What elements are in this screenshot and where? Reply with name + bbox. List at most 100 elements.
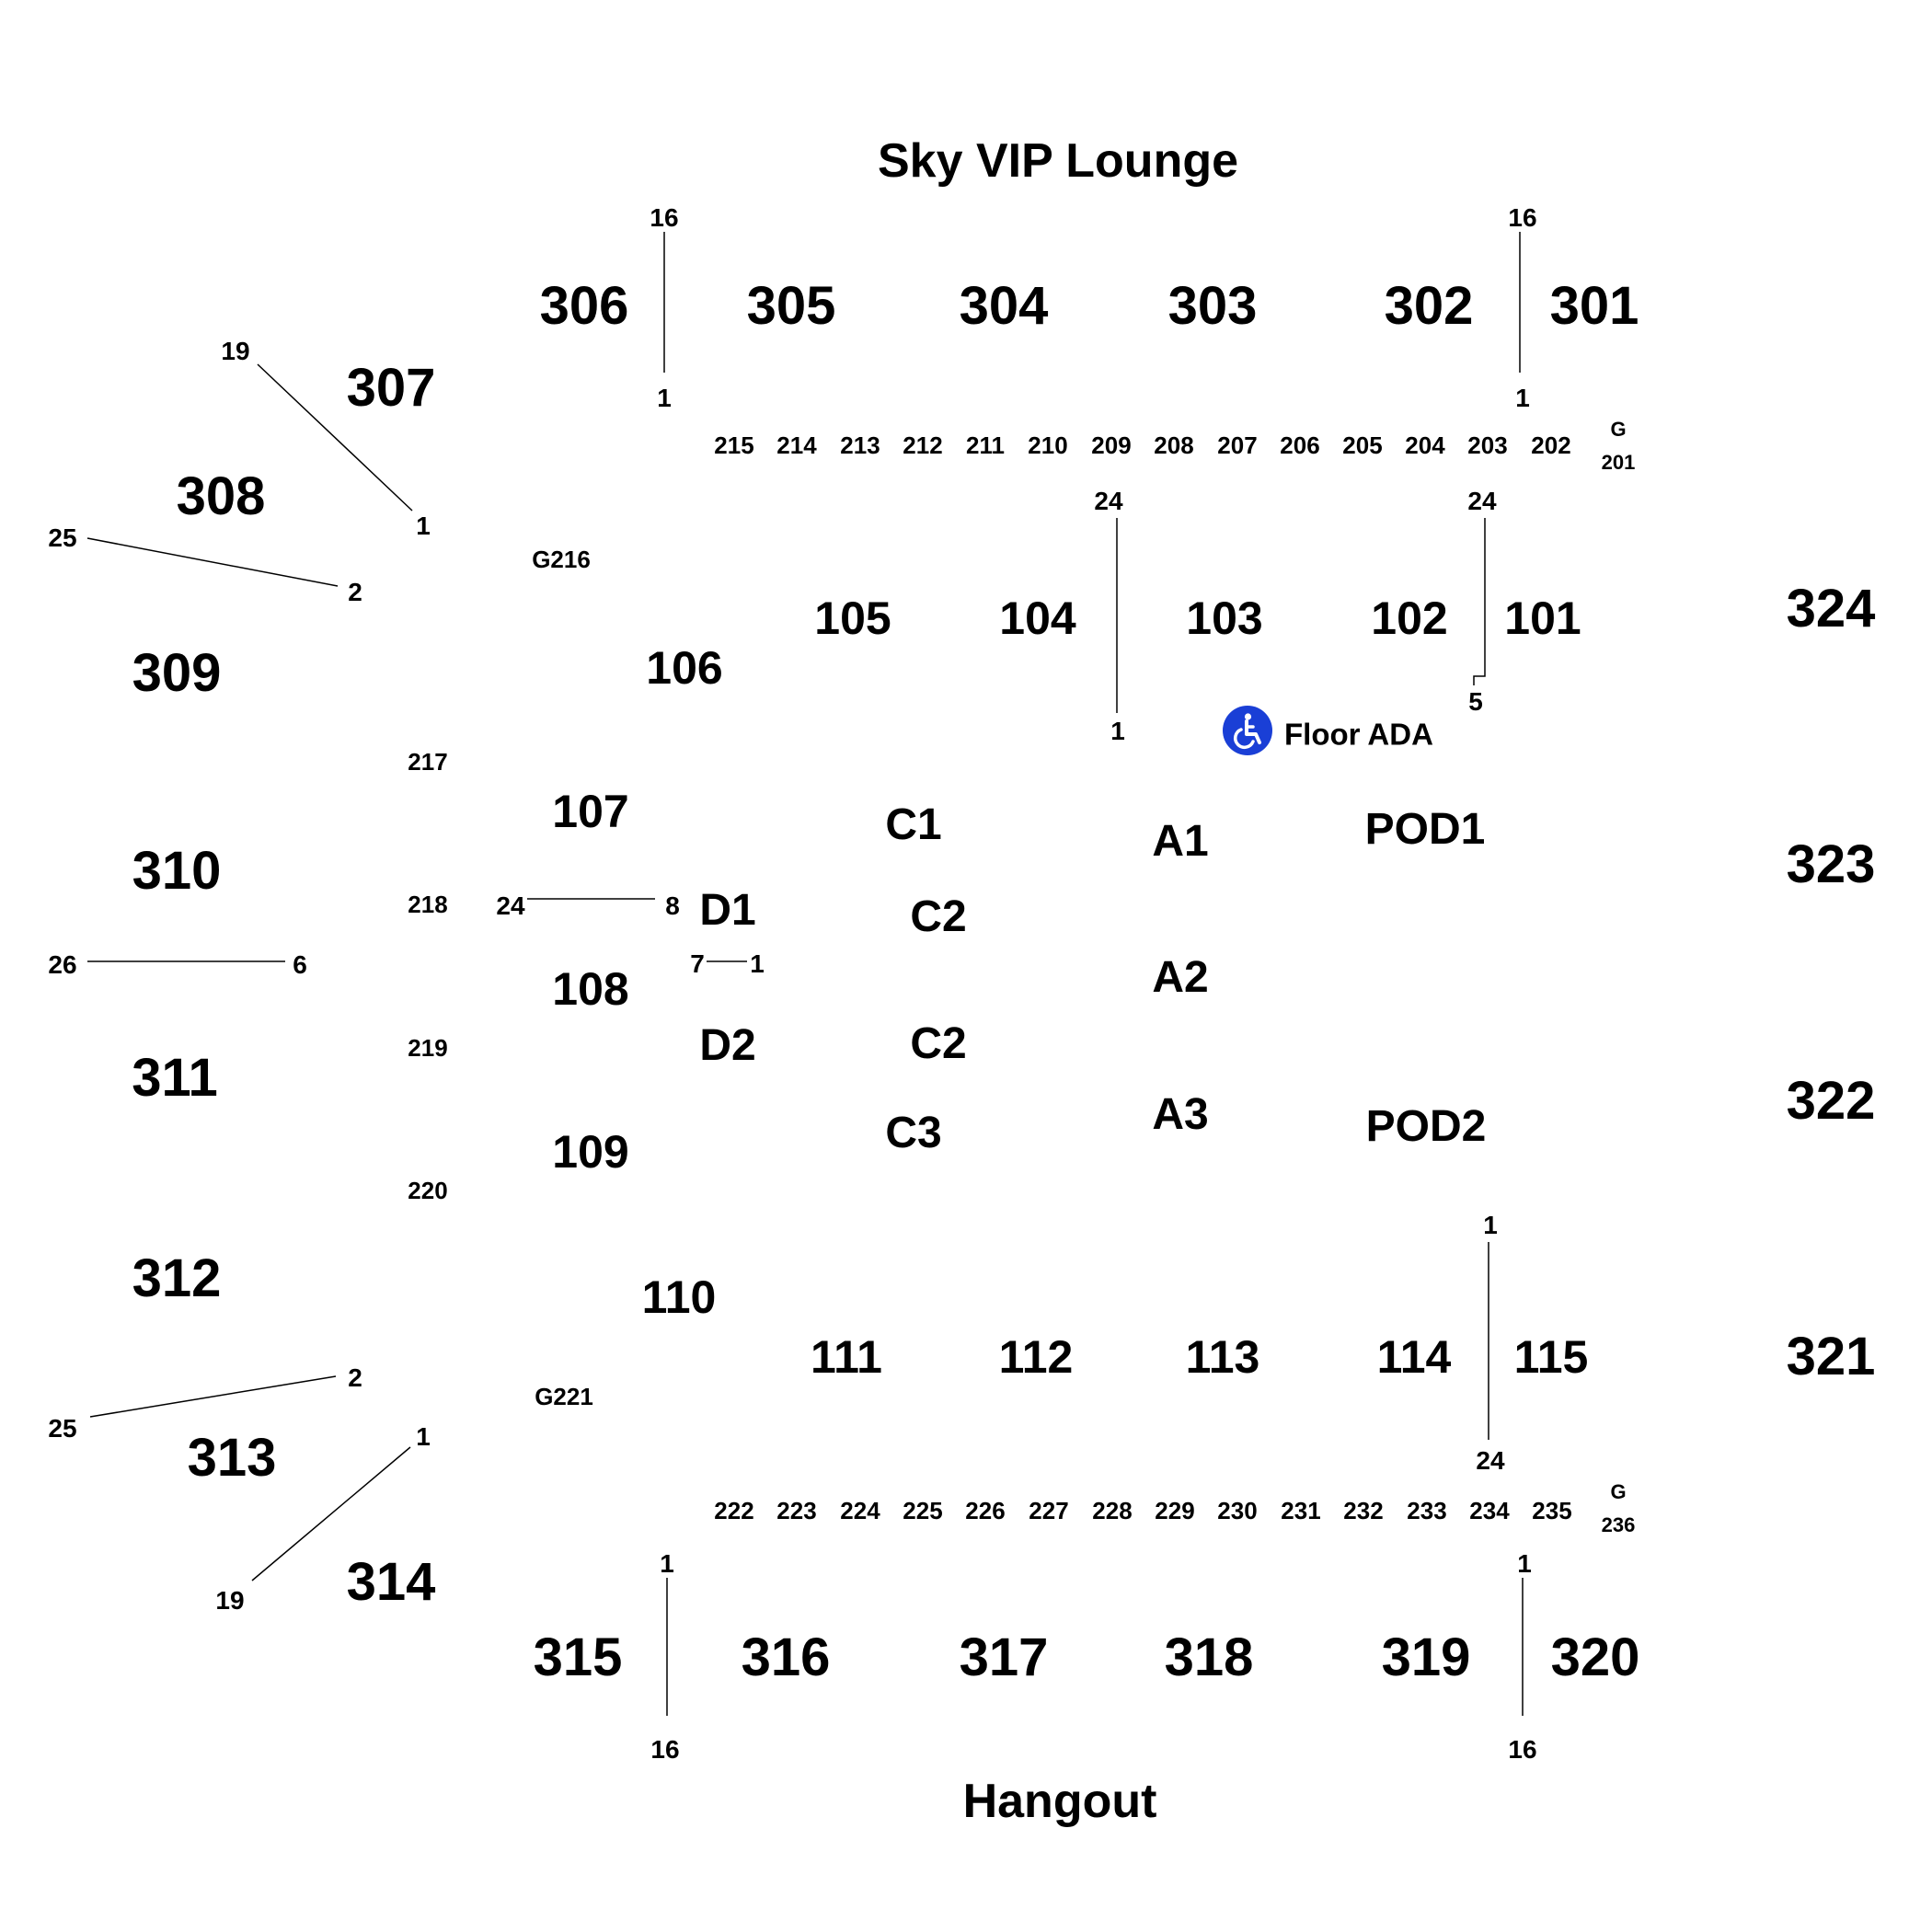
row-marker-320-top: 1 (1517, 1549, 1532, 1578)
row-marker-d-end: 7 (690, 949, 705, 978)
section-g216[interactable]: G216 (532, 546, 591, 573)
section-318[interactable]: 318 (1164, 1627, 1254, 1687)
section-204[interactable]: 204 (1405, 431, 1445, 459)
section-235[interactable]: 235 (1532, 1497, 1572, 1524)
section-313[interactable]: 313 (187, 1428, 277, 1488)
section-304[interactable]: 304 (959, 276, 1049, 336)
section-202[interactable]: 202 (1531, 431, 1571, 459)
section-315[interactable]: 315 (533, 1627, 623, 1687)
section-222[interactable]: 222 (714, 1497, 754, 1524)
section-101[interactable]: 101 (1504, 592, 1581, 644)
section-225[interactable]: 225 (903, 1497, 943, 1524)
floor-section-pod1[interactable]: POD1 (1364, 805, 1486, 854)
section-111[interactable]: 111 (811, 1331, 882, 1383)
section-g236-letter[interactable]: G (1610, 1480, 1627, 1503)
section-217[interactable]: 217 (408, 748, 448, 776)
hangout-label[interactable]: Hangout (962, 1775, 1157, 1828)
section-110[interactable]: 110 (641, 1271, 717, 1323)
section-219[interactable]: 219 (408, 1034, 448, 1062)
floor-section-c3[interactable]: C3 (885, 1109, 942, 1157)
section-230[interactable]: 230 (1217, 1497, 1258, 1524)
section-107[interactable]: 107 (552, 786, 629, 837)
row-marker-104-top: 24 (1094, 487, 1123, 515)
section-227[interactable]: 227 (1029, 1497, 1069, 1524)
section-311[interactable]: 311 (132, 1048, 218, 1108)
section-303[interactable]: 303 (1167, 276, 1258, 336)
section-306[interactable]: 306 (539, 276, 629, 336)
section-206[interactable]: 206 (1280, 431, 1320, 459)
section-310[interactable]: 310 (132, 841, 222, 901)
section-302[interactable]: 302 (1384, 276, 1474, 336)
section-229[interactable]: 229 (1155, 1497, 1195, 1524)
section-g221[interactable]: G221 (535, 1383, 593, 1410)
section-234[interactable]: 234 (1469, 1497, 1510, 1524)
section-312[interactable]: 312 (132, 1248, 222, 1308)
section-323[interactable]: 323 (1786, 834, 1876, 894)
section-215[interactable]: 215 (714, 431, 754, 459)
section-203[interactable]: 203 (1467, 431, 1508, 459)
section-109[interactable]: 109 (552, 1126, 629, 1178)
section-228[interactable]: 228 (1092, 1497, 1133, 1524)
section-113[interactable]: 113 (1185, 1331, 1260, 1383)
section-218[interactable]: 218 (408, 891, 448, 918)
section-314[interactable]: 314 (346, 1552, 436, 1612)
floor-section-a3[interactable]: A3 (1152, 1090, 1209, 1139)
floor-section-d2[interactable]: D2 (699, 1021, 756, 1070)
floor-section-c2-upper[interactable]: C2 (910, 892, 967, 941)
section-316[interactable]: 316 (741, 1627, 831, 1687)
section-212[interactable]: 212 (903, 431, 943, 459)
section-231[interactable]: 231 (1281, 1497, 1321, 1524)
section-322[interactable]: 322 (1786, 1071, 1876, 1131)
section-115[interactable]: 115 (1513, 1331, 1589, 1383)
section-309[interactable]: 309 (132, 643, 222, 703)
section-106[interactable]: 106 (646, 642, 723, 694)
floor-section-d1[interactable]: D1 (699, 886, 756, 935)
row-marker-313-end: 19 (215, 1586, 245, 1615)
section-223[interactable]: 223 (776, 1497, 817, 1524)
section-108[interactable]: 108 (552, 963, 629, 1015)
section-220[interactable]: 220 (408, 1177, 448, 1204)
section-214[interactable]: 214 (776, 431, 817, 459)
floor-section-c2-lower[interactable]: C2 (910, 1019, 967, 1068)
floor-section-c1[interactable]: C1 (885, 800, 942, 849)
row-marker-306-bottom: 1 (657, 384, 672, 412)
sky-vip-lounge-label[interactable]: Sky VIP Lounge (877, 134, 1239, 188)
section-213[interactable]: 213 (840, 431, 880, 459)
section-208[interactable]: 208 (1154, 431, 1194, 459)
section-308[interactable]: 308 (176, 466, 266, 526)
section-317[interactable]: 317 (959, 1627, 1049, 1687)
section-g201-letter[interactable]: G (1610, 418, 1627, 441)
section-320[interactable]: 320 (1550, 1627, 1640, 1687)
section-g236-number[interactable]: 236 (1601, 1513, 1636, 1536)
section-233[interactable]: 233 (1407, 1497, 1447, 1524)
section-232[interactable]: 232 (1343, 1497, 1384, 1524)
section-324[interactable]: 324 (1786, 579, 1876, 638)
floor-section-a2[interactable]: A2 (1152, 953, 1209, 1002)
section-301[interactable]: 301 (1549, 276, 1639, 336)
floor-section-a1[interactable]: A1 (1152, 817, 1209, 866)
section-224[interactable]: 224 (840, 1497, 880, 1524)
section-102[interactable]: 102 (1371, 592, 1448, 644)
section-307[interactable]: 307 (346, 358, 436, 418)
section-105[interactable]: 105 (814, 592, 891, 644)
section-104[interactable]: 104 (999, 592, 1076, 644)
wheelchair-accessible-icon[interactable] (1223, 706, 1272, 755)
floor-section-pod2[interactable]: POD2 (1365, 1102, 1487, 1151)
section-305[interactable]: 305 (746, 276, 836, 336)
row-line-312 (89, 1375, 337, 1418)
section-g201-number[interactable]: 201 (1601, 451, 1636, 474)
row-marker-107-end: 24 (496, 891, 525, 920)
section-226[interactable]: 226 (965, 1497, 1006, 1524)
section-209[interactable]: 209 (1091, 431, 1132, 459)
section-112[interactable]: 112 (998, 1331, 1074, 1383)
section-207[interactable]: 207 (1217, 431, 1258, 459)
floor-ada-label[interactable]: Floor ADA (1284, 717, 1433, 752)
section-210[interactable]: 210 (1028, 431, 1068, 459)
section-319[interactable]: 319 (1381, 1627, 1471, 1687)
section-114[interactable]: 114 (1376, 1331, 1452, 1383)
section-205[interactable]: 205 (1342, 431, 1383, 459)
section-211[interactable]: 211 (966, 431, 1005, 459)
section-103[interactable]: 103 (1186, 592, 1263, 644)
section-321[interactable]: 321 (1786, 1327, 1876, 1386)
